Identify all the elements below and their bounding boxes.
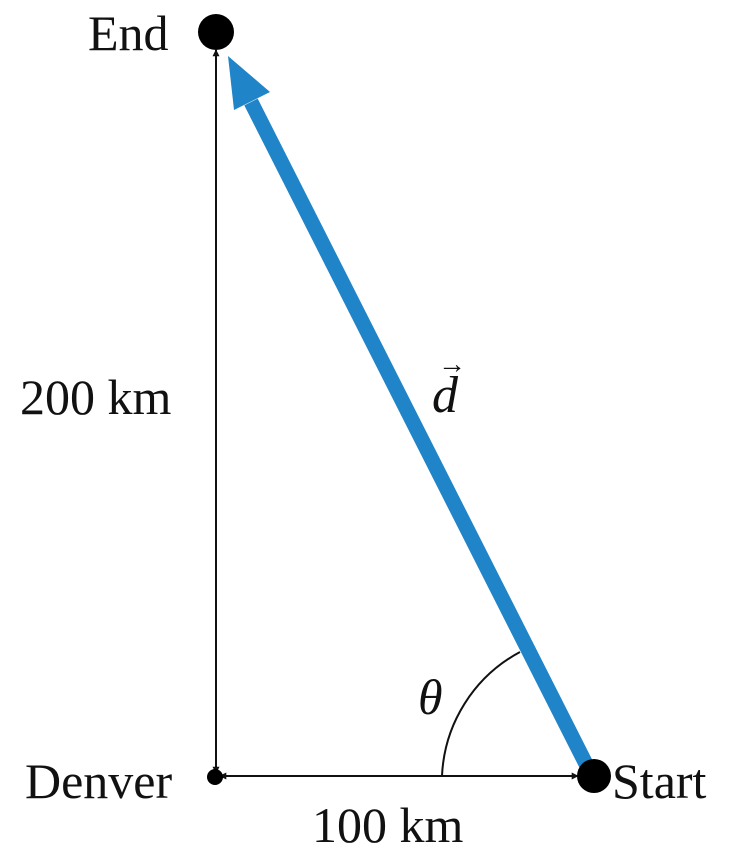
east-distance-label: 100 km <box>312 797 464 846</box>
displacement-vector-head <box>228 56 270 110</box>
end-point <box>198 14 234 50</box>
start-label: Start <box>612 753 707 809</box>
denver-label: Denver <box>25 753 172 809</box>
end-label: End <box>88 5 169 61</box>
north-distance-label: 200 km <box>20 369 172 425</box>
start-point <box>577 759 611 793</box>
vector-label: d <box>432 367 459 424</box>
denver-point <box>207 769 223 785</box>
vector-arrow-label: → <box>438 349 466 380</box>
angle-label: θ <box>418 669 443 725</box>
displacement-vector-shaft <box>244 98 595 772</box>
angle-arc <box>441 651 521 777</box>
